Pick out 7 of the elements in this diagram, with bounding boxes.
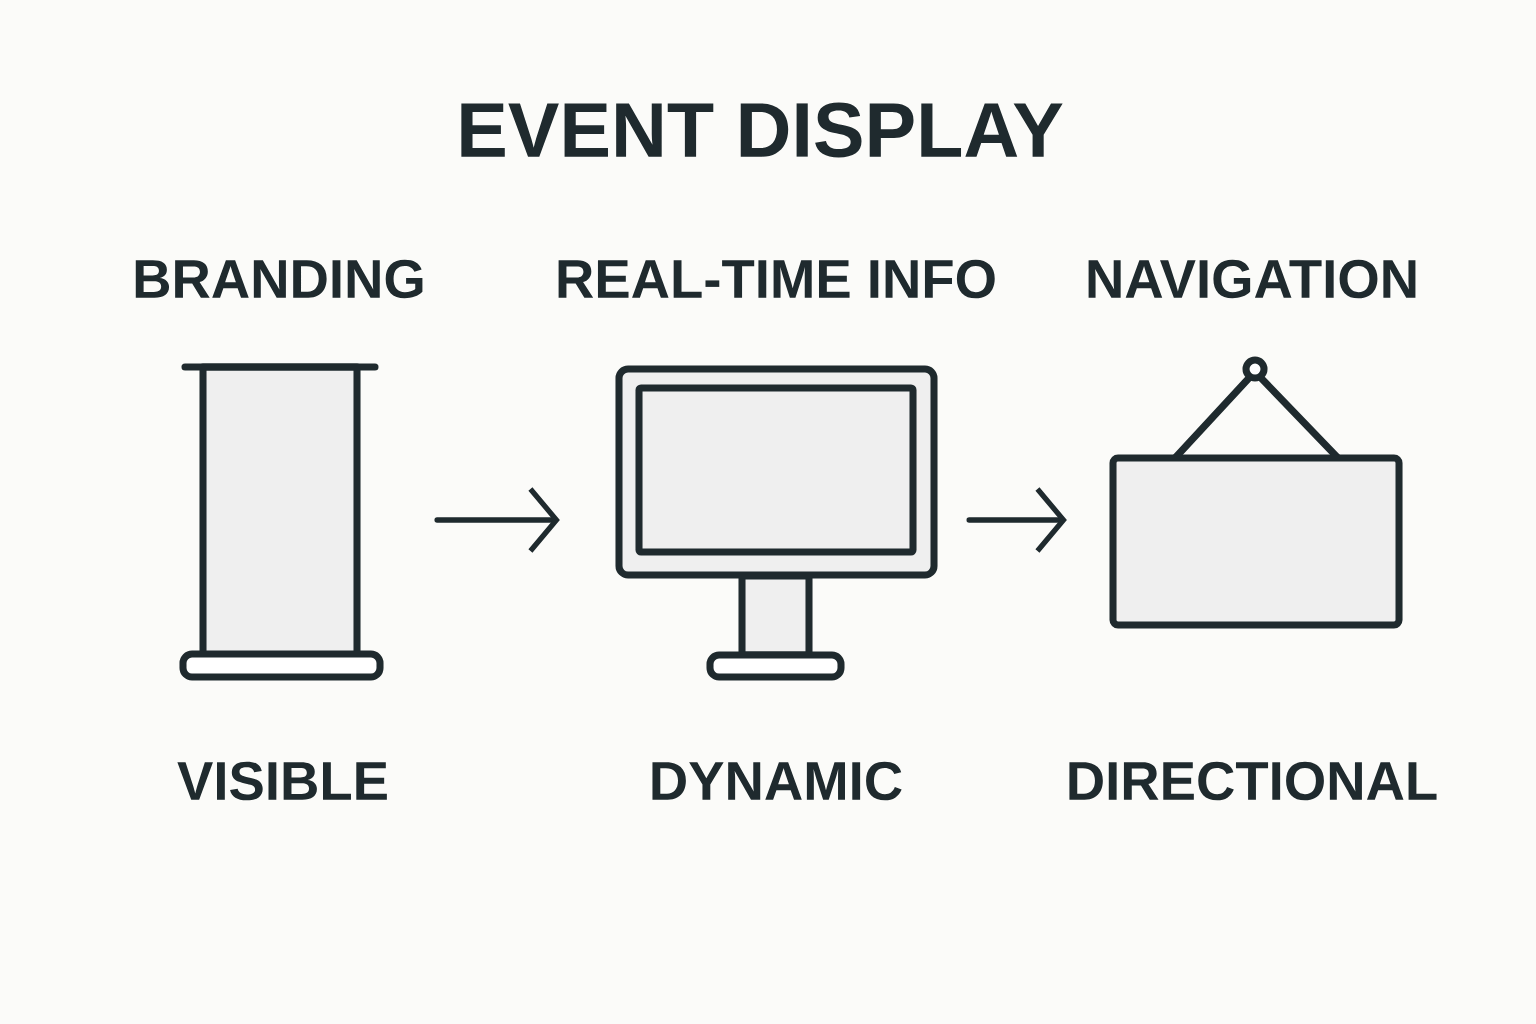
node-label: VISIBLE (177, 761, 387, 801)
node-label: DYNAMIC (652, 761, 902, 801)
node-label: DIRECTIONAL (1069, 761, 1437, 801)
title: EVENT DISPLAY (461, 102, 1063, 158)
heading: NAVIGATION (1088, 259, 1416, 299)
heading: REAL-TIME INFO (558, 259, 995, 299)
heading: BRANDING (135, 259, 423, 299)
